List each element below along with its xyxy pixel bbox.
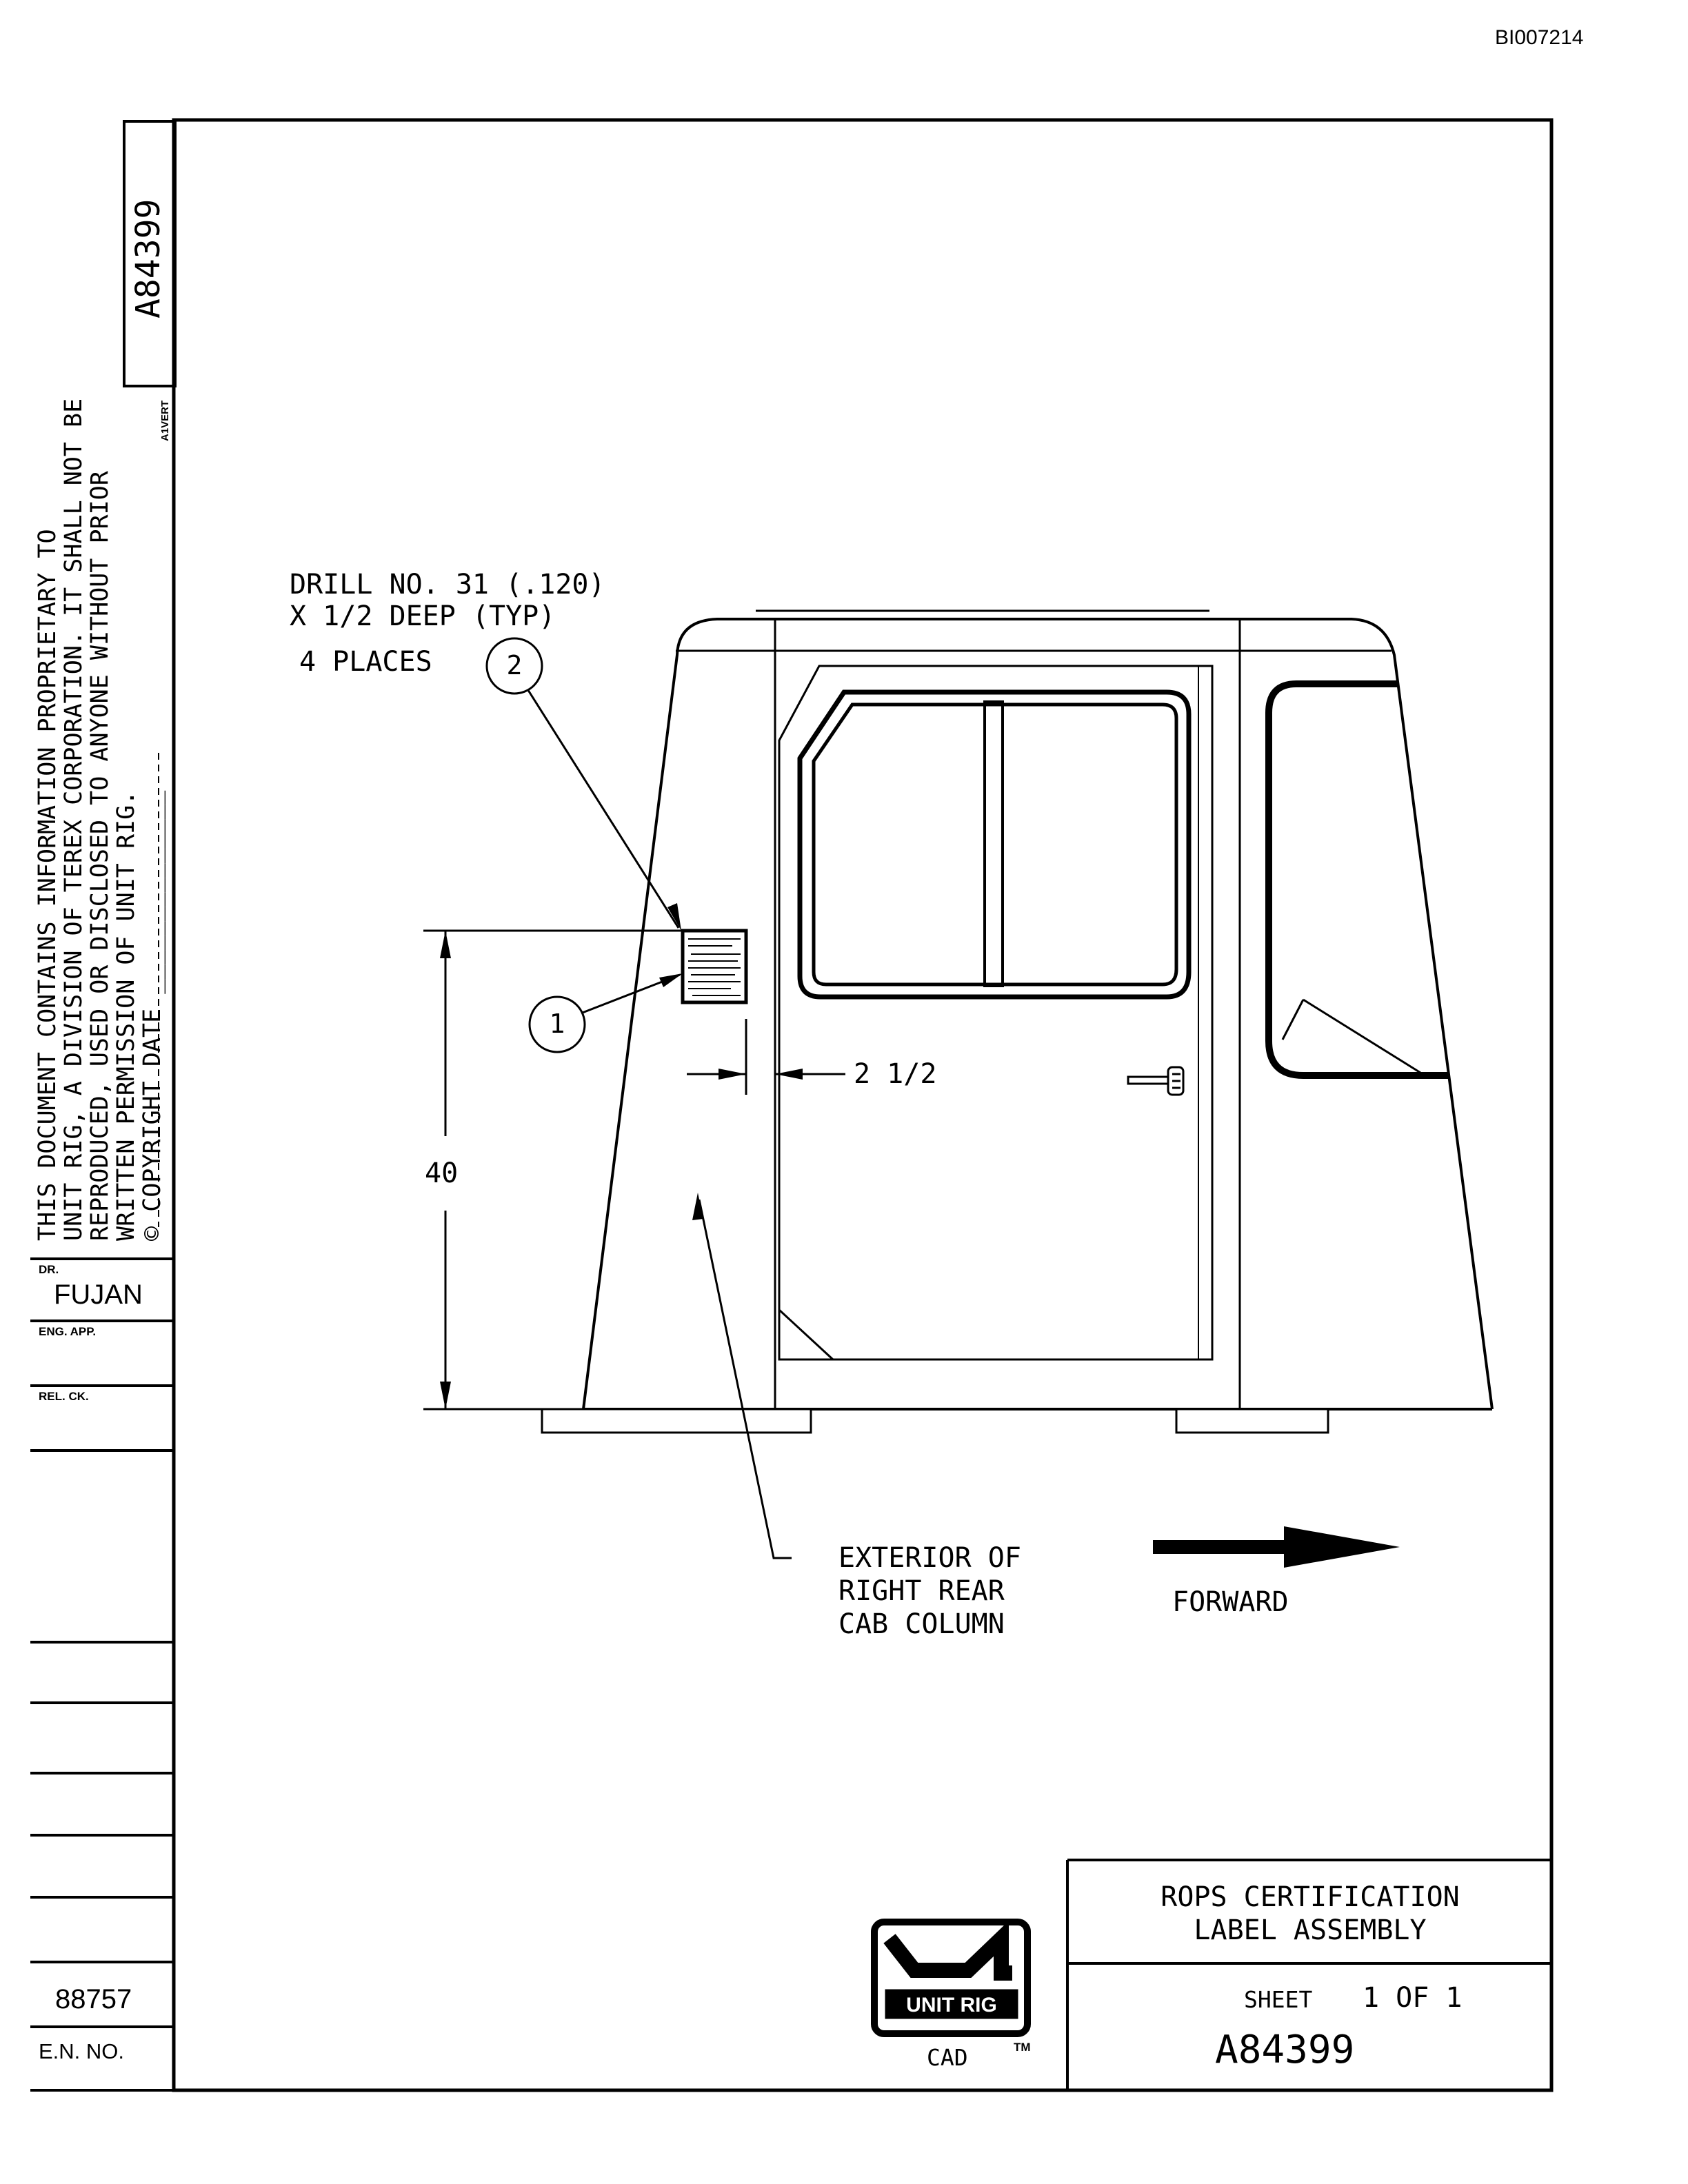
- sheet-label: SHEET: [1244, 1986, 1313, 2013]
- title-line-1: ROPS CERTIFICATION: [1160, 1881, 1460, 1913]
- door-window: [797, 689, 1192, 1000]
- balloon-1-label: 1: [549, 1009, 565, 1039]
- forward-label: FORWARD: [1172, 1586, 1289, 1618]
- unit-rig-logo: [871, 1919, 1031, 2037]
- notice-line-1: THIS DOCUMENT CONTAINS INFORMATION PROPR…: [34, 529, 61, 1241]
- drafter-name: FUJAN: [54, 1280, 143, 1310]
- drill-note-line-2: X 1/2 DEEP (TYP): [290, 600, 556, 632]
- balloon-2-circle: [485, 637, 543, 695]
- places-note: 4 PLACES: [299, 646, 432, 678]
- en-label: E.N. NO.: [39, 2039, 125, 2063]
- title-block-drawing-number: A84399: [1215, 2028, 1355, 2072]
- drawing-border: [172, 118, 1554, 2092]
- side-window: [1265, 680, 1448, 1079]
- label-plate: [681, 929, 748, 1004]
- proprietary-notice: THIS DOCUMENT CONTAINS INFORMATION PROPR…: [34, 398, 166, 1241]
- forward-arrow: [1153, 1526, 1400, 1568]
- dr-label: DR.: [39, 1263, 59, 1276]
- rel-ck-label: REL. CK.: [39, 1390, 89, 1403]
- exterior-note-line-1: EXTERIOR OF: [838, 1542, 1021, 1574]
- en-number: 88757: [55, 1984, 132, 2014]
- horizontal-dimension: [687, 1019, 845, 1095]
- cab-feet: [541, 1408, 1329, 1434]
- cab-outline: [582, 609, 1494, 1410]
- leader-lines: [525, 687, 792, 1559]
- notice-line-4: WRITTEN PERMISSION OF UNIT RIG.: [112, 790, 140, 1241]
- exterior-note-line-2: RIGHT REAR: [838, 1575, 1005, 1607]
- drawing-number-box: [123, 120, 177, 387]
- sheet-value: 1 OF 1: [1363, 1982, 1463, 2014]
- balloon-2-label: 2: [506, 650, 523, 680]
- cad-label: CAD: [927, 2044, 968, 2071]
- left-block-rules: [30, 1257, 174, 2092]
- tm-label: TM: [1014, 2041, 1031, 2054]
- notice-line-3: REPRODUCED, USED OR DISCLOSED TO ANYONE …: [86, 471, 114, 1241]
- dimension-2-1-2: 2 1/2: [854, 1058, 937, 1090]
- title-line-2: LABEL ASSEMBLY: [1194, 1914, 1427, 1946]
- notice-line-5: © COPYRIGHT DATE ______________: [139, 790, 166, 1241]
- drill-note-line-1: DRILL NO. 31 (.120): [290, 569, 605, 600]
- dimension-40: 40: [425, 1157, 459, 1189]
- eng-app-label: ENG. APP.: [39, 1325, 97, 1338]
- drawing-number-vertical: A84399: [129, 199, 168, 318]
- title-block-lines: [1066, 1859, 1551, 2090]
- balloon-1-circle: [528, 995, 586, 1053]
- cab-door: [778, 665, 1214, 1361]
- door-handle: [1127, 1066, 1185, 1096]
- logo-text: UNIT RIG: [906, 1994, 997, 2016]
- exterior-note-line-3: CAB COLUMN: [838, 1608, 1005, 1640]
- document-id: BI007214: [1495, 26, 1584, 49]
- vertical-dimension: [423, 929, 683, 1410]
- notice-line-2: UNIT RIG, A DIVISION OF TEREX CORPORATIO…: [60, 398, 88, 1241]
